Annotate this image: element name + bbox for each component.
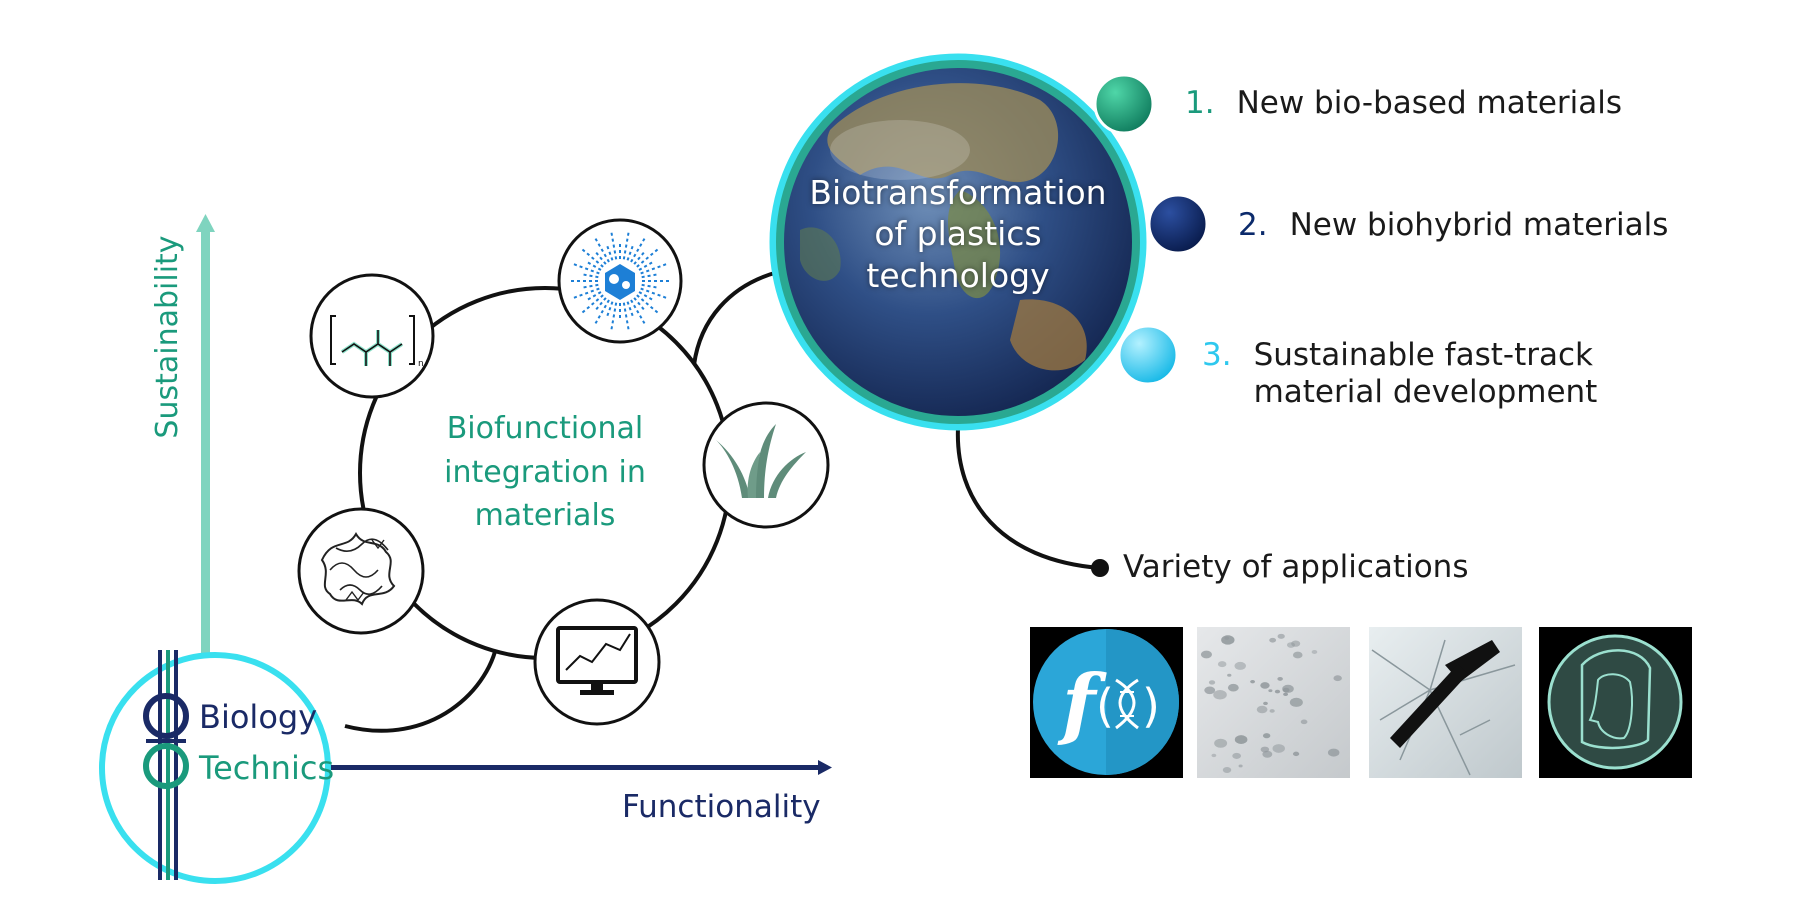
functionality-arrowhead — [818, 760, 832, 775]
applications-label: Variety of applications — [1123, 549, 1469, 585]
monitor-chart-icon — [533, 598, 661, 726]
legend-ball-2 — [1147, 193, 1209, 255]
applications-bullet — [1091, 559, 1109, 577]
hammer-glass-icon — [1369, 627, 1522, 778]
functionality-label: Functionality — [622, 789, 821, 825]
center-line-3: materials — [474, 498, 616, 533]
center-label: Biofunctional integration in materials — [405, 407, 685, 538]
legend-item-3: 3. Sustainable fast-track material devel… — [1202, 337, 1597, 411]
sustainability-label: Sustainability — [149, 235, 185, 439]
enzyme-burst-icon — [557, 218, 683, 344]
water-droplets-icon — [1197, 627, 1350, 778]
functionality-axis — [330, 765, 820, 770]
legend-text-2: New biohybrid materials — [1289, 207, 1669, 243]
connector-ring-to-globe — [692, 270, 779, 366]
globe-line-2: of plastics — [874, 214, 1042, 254]
globe-label: Biotransformation of plastics technology — [798, 172, 1118, 296]
legend-text-3: Sustainable fast-track material developm… — [1254, 337, 1598, 411]
biology-technics-core — [99, 650, 331, 884]
protein-structure-icon — [297, 507, 425, 635]
svg-text:): ) — [1142, 679, 1160, 733]
legend-item-2: 2. New biohybrid materials — [1238, 207, 1668, 244]
function-dna-icon: f ( ) — [1030, 627, 1183, 778]
legend-ball-1 — [1093, 73, 1155, 135]
biology-label: Biology — [199, 698, 318, 736]
face-shield-icon — [1539, 627, 1692, 778]
svg-text:n: n — [418, 359, 424, 369]
polymer-formula-icon: n — [309, 273, 435, 399]
legend-item-1: 1. New bio-based materials — [1185, 85, 1622, 122]
center-line-2: integration in — [444, 454, 646, 490]
grass-icon — [702, 401, 830, 529]
legend-number-2: 2. — [1238, 207, 1268, 243]
legend-ball-3 — [1117, 324, 1179, 386]
globe-earth — [769, 53, 1147, 431]
globe-line-3: technology — [866, 255, 1050, 295]
legend-text-3-line-2: material development — [1253, 374, 1598, 411]
center-line-1: Biofunctional — [446, 411, 644, 446]
sustainability-axis — [201, 230, 210, 660]
connector-globe-to-applications — [955, 427, 1101, 570]
legend-text-1: New bio-based materials — [1236, 85, 1623, 121]
technics-label: Technics — [199, 749, 335, 787]
legend-number-3: 3. — [1202, 337, 1232, 373]
legend-number-1: 1. — [1185, 85, 1215, 121]
connector-core-to-ring — [344, 636, 500, 733]
globe-line-1: Biotransformation — [809, 173, 1107, 212]
legend-text-3-line-1: Sustainable fast-track — [1253, 337, 1593, 373]
sustainability-arrowhead — [196, 214, 215, 232]
svg-text:(: ( — [1096, 679, 1114, 733]
